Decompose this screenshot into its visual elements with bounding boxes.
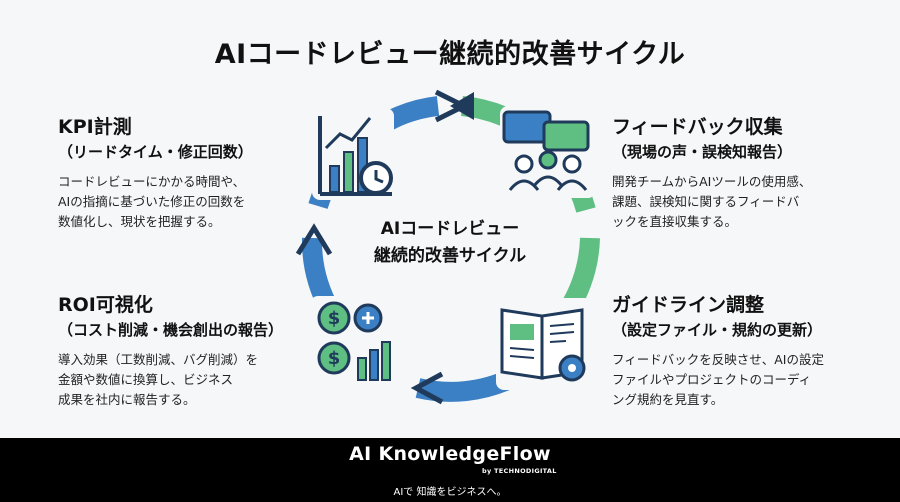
kpi-line: コードレビューにかかる時間や、 (58, 174, 246, 189)
roi-line: 導入効果（工数削減、バグ削減）を (58, 352, 259, 367)
roi-line: 成果を社内に報告する。 (58, 392, 196, 407)
guideline-heading: ガイドライン調整 (612, 294, 765, 316)
kpi-line: AIの指摘に基づいた修正の回数を (58, 194, 246, 209)
roi-subheading: （コスト削減・機会創出の報告） (58, 321, 284, 339)
kpi-line: 数値化し、現状を把握する。 (58, 214, 221, 229)
guideline-line: フィードバックを反映させ、AIの設定 (612, 352, 824, 367)
slide: AIコードレビュー継続的改善サイクル KPI計測 （リードタイム・修正回数） コ… (58, 39, 882, 410)
page-title: AIコードレビュー継続的改善サイクル (214, 39, 686, 70)
brand-byline: by TECHNODIGITAL (482, 467, 557, 475)
open-book-gear-icon (496, 298, 592, 390)
feedback-subheading: （現場の声・誤検知報告） (612, 143, 793, 161)
roi-heading: ROI可視化 (58, 294, 153, 316)
roi-description: 導入効果（工数削減、バグ削減）を 金額や数値に換算し、ビジネス 成果を社内に報告… (58, 350, 328, 410)
feedback-line: ックを直接収集する。 (612, 214, 738, 229)
money-chart-icon: $ $ (310, 296, 402, 388)
center-line: AIコードレビュー (380, 219, 520, 239)
feedback-line: 開発チームからAIツールの使用感、 (612, 174, 812, 189)
cycle-diagram: $ $ (295, 89, 600, 405)
roi-line: 金額や数値に換算し、ビジネス (58, 372, 234, 387)
feedback-block: フィードバック収集 （現場の声・誤検知報告） 開発チームからAIツールの使用感、… (612, 114, 882, 232)
guideline-subheading: （設定ファイル・規約の更新） (612, 321, 823, 339)
center-line: 継続的改善サイクル (373, 246, 527, 266)
guideline-line: ング規約を見直す。 (612, 392, 724, 407)
kpi-block: KPI計測 （リードタイム・修正回数） コードレビューにかかる時間や、 AIの指… (58, 114, 328, 232)
footer: AI KnowledgeFlow by TECHNODIGITAL AIで 知識… (0, 438, 900, 502)
chat-people-icon (500, 106, 596, 198)
brand-logo: AI KnowledgeFlow (349, 443, 551, 465)
feedback-line: 課題、誤検知に関するフィードバ (612, 194, 800, 209)
kpi-heading: KPI計測 (58, 116, 132, 138)
feedback-description: 開発チームからAIツールの使用感、 課題、誤検知に関するフィードバ ックを直接収… (612, 172, 882, 232)
feedback-heading: フィードバック収集 (612, 116, 783, 138)
guideline-description: フィードバックを反映させ、AIの設定 ファイルやプロジェクトのコーディ ング規約… (612, 350, 882, 410)
guideline-line: ファイルやプロジェクトのコーディ (612, 372, 812, 387)
tagline: AIで 知識をビジネスへ。 (393, 487, 507, 498)
svg-text:$: $ (328, 348, 341, 369)
guideline-block: ガイドライン調整 （設定ファイル・規約の更新） フィードバックを反映させ、AIの… (612, 292, 882, 410)
cycle-center-label: AIコードレビュー 継続的改善サイクル (340, 216, 560, 270)
growth-chart-clock-icon (312, 108, 394, 200)
svg-text:$: $ (328, 308, 341, 329)
kpi-description: コードレビューにかかる時間や、 AIの指摘に基づいた修正の回数を 数値化し、現状… (58, 172, 328, 232)
kpi-subheading: （リードタイム・修正回数） (58, 143, 253, 161)
roi-block: ROI可視化 （コスト削減・機会創出の報告） 導入効果（工数削減、バグ削減）を … (58, 292, 328, 410)
